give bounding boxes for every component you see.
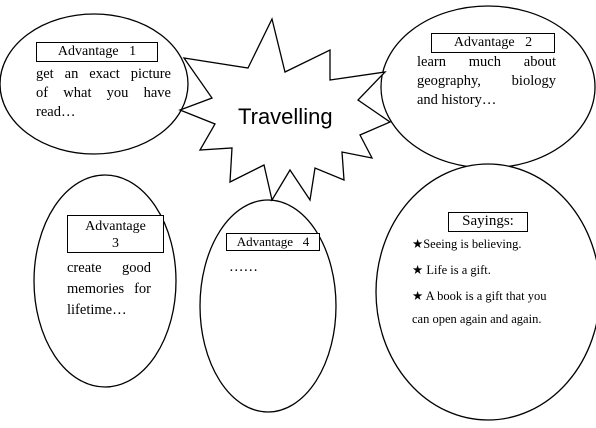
advantage-3-title-line-1: Advantage bbox=[85, 219, 146, 234]
central-topic: Travelling bbox=[238, 104, 333, 129]
advantage-2-line-3: and history… bbox=[417, 92, 497, 108]
saying-1: ★Seeing is believing. bbox=[412, 237, 522, 251]
advantage-3-line-2: memories for bbox=[67, 281, 151, 297]
advantage-2-title: Advantage 2 bbox=[431, 33, 555, 53]
advantage-4-line-1: …… bbox=[229, 259, 258, 275]
advantage-4-title: Advantage 4 bbox=[226, 233, 320, 251]
advantage-1-text: get an exact picture of what you have re… bbox=[36, 65, 171, 122]
advantage-3-line-1: create good bbox=[67, 260, 151, 276]
advantage-1-line-1: get an exact picture bbox=[36, 66, 171, 82]
advantage-3-text: create good memories for lifetime… bbox=[67, 258, 151, 321]
advantage-2-text: learn much about geography, biology and … bbox=[417, 53, 556, 110]
advantage-1-line-3: read… bbox=[36, 104, 76, 120]
starburst-outline bbox=[178, 17, 392, 202]
saying-3-continued: can open again and again. bbox=[412, 312, 542, 326]
advantage-1-line-2: of what you have bbox=[36, 85, 171, 101]
bubble-advantage-4-outline bbox=[199, 199, 337, 413]
advantage-1-title: Advantage 1 bbox=[36, 42, 158, 62]
advantage-3-title-line-2: 3 bbox=[112, 236, 119, 251]
advantage-2-line-1: learn much about bbox=[417, 54, 556, 70]
saying-2: ★ Life is a gift. bbox=[412, 263, 491, 277]
saying-3: ★ A book is a gift that you bbox=[412, 289, 547, 303]
advantage-3-line-3: lifetime… bbox=[67, 302, 127, 318]
advantage-3-title: Advantage 3 bbox=[67, 215, 164, 253]
sayings-title: Sayings: bbox=[448, 212, 528, 232]
bubble-sayings-outline bbox=[375, 163, 596, 421]
advantage-2-line-2: geography, biology bbox=[417, 73, 556, 89]
advantage-4-text: …… bbox=[229, 258, 309, 277]
